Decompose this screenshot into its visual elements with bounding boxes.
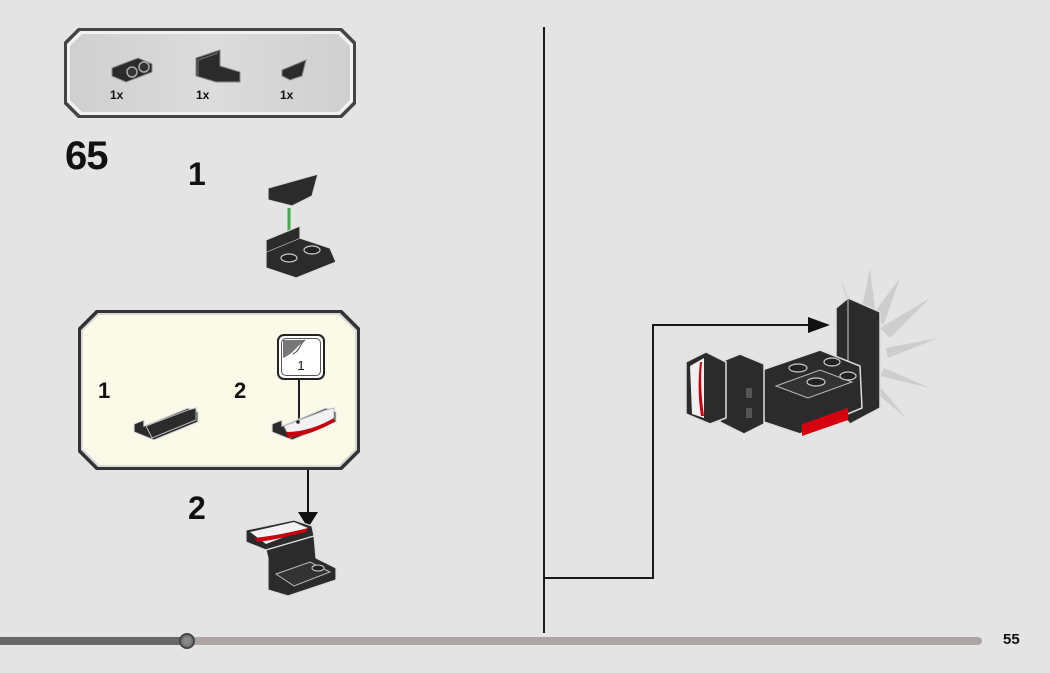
red-tile <box>802 408 848 436</box>
step-number: 65 <box>65 134 108 178</box>
connector-arrow-head <box>808 317 830 333</box>
model-assembly-illustration <box>685 268 938 436</box>
wedge-part-icon <box>281 59 307 81</box>
progress-knob[interactable] <box>179 633 195 649</box>
sub-step-number: 2 <box>188 490 206 526</box>
sub-step-2-illustration <box>245 519 337 597</box>
parts-list-frame <box>64 28 356 118</box>
panel-part-icon <box>195 49 241 83</box>
connector-line-horizontal <box>545 577 654 579</box>
wedge-tile-piece <box>267 173 319 207</box>
part-quantity: 1x <box>110 88 124 102</box>
sub-assembly-step-number: 2 <box>234 378 247 403</box>
parts-list-box: 1x 1x 1x <box>64 28 356 118</box>
part-quantity: 1x <box>280 88 294 102</box>
progress-fill <box>0 637 187 645</box>
sticker-leader-line <box>298 378 300 422</box>
sub-assembly-callout: 1 2 1 <box>78 310 360 470</box>
highlight-burst <box>800 268 938 418</box>
sub-assembly-arrow-line <box>307 470 309 516</box>
sticker-icon <box>283 339 306 358</box>
page-number: 55 <box>1003 631 1020 648</box>
page-divider <box>543 27 545 633</box>
sub-step-1-illustration <box>265 173 337 279</box>
connector-line-vertical <box>652 324 654 579</box>
panel-piece-illustration <box>133 407 199 441</box>
part-quantity: 1x <box>196 88 210 102</box>
sticker-number: 1 <box>297 358 305 373</box>
sub-step-number: 1 <box>188 156 206 192</box>
sticker-callout: 1 <box>277 334 325 380</box>
stickered-panel-illustration <box>271 407 337 441</box>
sub-assembly-step-number: 1 <box>98 378 111 403</box>
connector-line-top <box>652 324 812 326</box>
bracket-part-icon <box>111 57 153 83</box>
progress-track <box>0 637 982 645</box>
sub-assembly-arrow-head <box>298 512 318 528</box>
